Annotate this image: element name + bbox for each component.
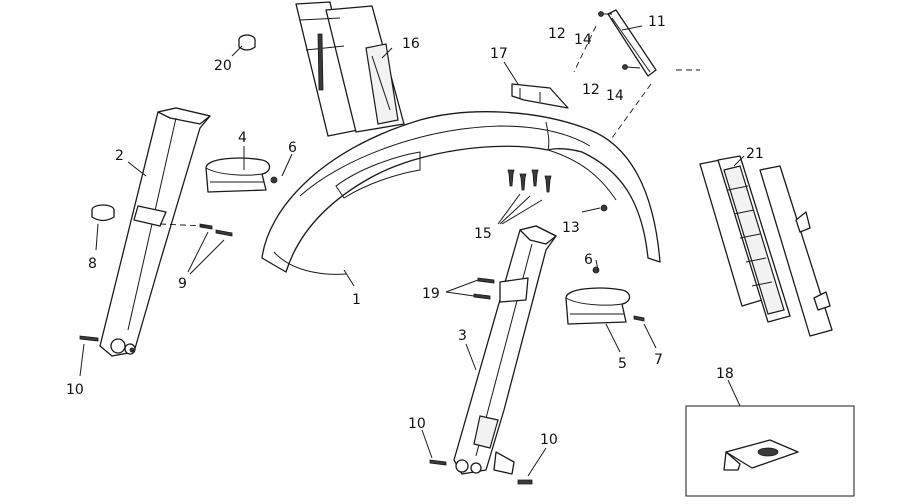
callout-16: 16: [402, 36, 420, 52]
part-1-mudguard: [261, 111, 661, 275]
callout-10-bottom-right: 10: [540, 432, 558, 448]
callout-6-right: 6: [584, 252, 593, 268]
part-16-fork-cover: [295, 1, 405, 137]
callout-10-left: 10: [66, 382, 84, 398]
callout-8: 8: [88, 256, 97, 272]
part-19-screws: [473, 277, 495, 300]
callout-14-bottom: 14: [606, 88, 624, 104]
callout-labels: 1 2 3 4 5 6 6 7 8 9 10 10 10 11 12 12 13…: [66, 14, 764, 448]
callout-15: 15: [474, 226, 492, 242]
callout-21: 21: [746, 146, 764, 162]
part-10-bolt-left: [79, 335, 99, 342]
part-2-left-slider: [99, 107, 211, 357]
callout-13: 13: [562, 220, 580, 236]
part-18-box: [685, 405, 855, 497]
part-20-bush: [238, 34, 256, 51]
callout-18: 18: [716, 366, 734, 382]
part-7-screw: [633, 315, 645, 322]
callout-14-top: 14: [574, 32, 592, 48]
callout-9: 9: [178, 276, 187, 292]
callout-4: 4: [238, 130, 247, 146]
part-6-nut-right: [592, 266, 600, 274]
callout-3: 3: [458, 328, 467, 344]
part-5-clamp: [565, 287, 631, 325]
callout-6-left: 6: [288, 140, 297, 156]
leader-lines: [79, 25, 745, 477]
part-3-right-slider: [453, 225, 557, 475]
part-17-bracket: [511, 83, 569, 109]
callout-7: 7: [654, 352, 663, 368]
callout-2: 2: [115, 148, 124, 164]
callout-12-bottom: 12: [582, 82, 600, 98]
callout-1: 1: [352, 292, 361, 308]
callout-10-bottom-left: 10: [408, 416, 426, 432]
part-10-bolt-bottom-right: [517, 479, 533, 485]
part-4-clamp: [205, 157, 271, 193]
part-8-bush: [91, 204, 115, 222]
callout-19: 19: [422, 286, 440, 302]
part-10-bolt-bottom-left: [429, 459, 447, 466]
callout-20: 20: [214, 58, 232, 74]
part-21-grille: [699, 155, 833, 337]
callout-12-top: 12: [548, 26, 566, 42]
part-15-screws: [507, 169, 552, 193]
callout-11: 11: [648, 14, 666, 30]
callout-17: 17: [490, 46, 508, 62]
part-6-nut-left: [270, 176, 278, 184]
callout-5: 5: [618, 356, 627, 372]
part-11-strip: [598, 9, 657, 77]
